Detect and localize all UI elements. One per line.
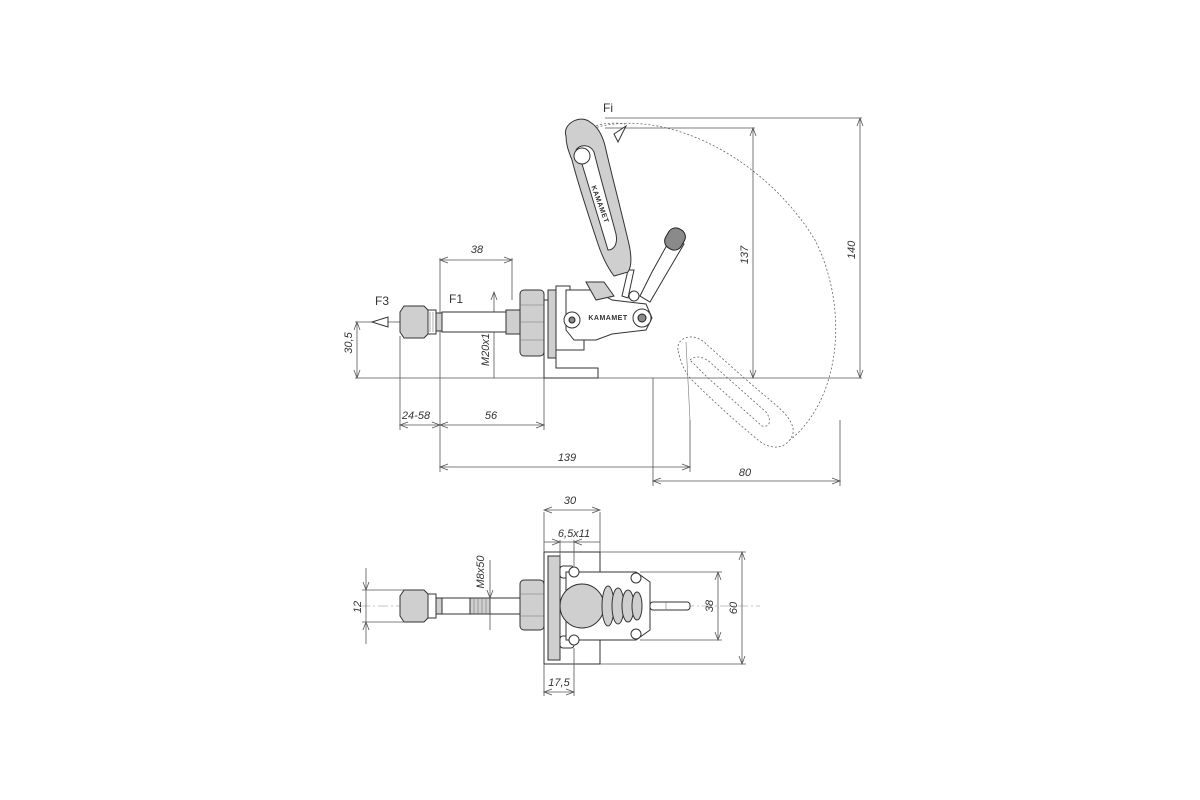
dim-38-side-label: 38 xyxy=(704,599,716,612)
force-f3-arrow xyxy=(370,316,389,328)
plan-pin-top xyxy=(630,572,642,584)
force-f3-label: F3 xyxy=(375,294,389,308)
force-fi-arrow xyxy=(613,124,628,144)
dim-30-5-label: 30,5 xyxy=(343,331,355,353)
dim-56-arrows xyxy=(438,421,546,429)
body-logo: KAMAMET xyxy=(588,315,627,322)
mounting-nut xyxy=(519,289,545,357)
pivot-handle xyxy=(628,290,640,302)
dim-6-5-label: 6,5x11 xyxy=(558,528,590,540)
plunger-thread xyxy=(505,309,521,335)
dim-12-label: 12 xyxy=(352,601,364,613)
dim-17-5-arrows xyxy=(542,688,576,696)
spindle-tip xyxy=(399,305,443,339)
dim-38-label: 38 xyxy=(471,244,484,256)
dim-38-arrows xyxy=(438,256,514,264)
dim-17-5-label: 17,5 xyxy=(548,677,570,689)
dim-137-arrows xyxy=(749,126,757,380)
plan-pin-bottom xyxy=(630,628,642,640)
handle-swing-arc xyxy=(577,122,837,441)
force-f1-label: F1 xyxy=(449,292,463,306)
dim-80-label: 80 xyxy=(739,467,752,479)
release-lever xyxy=(639,235,685,303)
plan-pin-bottom-left xyxy=(568,634,580,646)
plan-pin-top-left xyxy=(568,566,580,578)
dim-12-arrows xyxy=(362,581,370,631)
m8-label: M8x50 xyxy=(475,555,487,589)
dim-140-label: 140 xyxy=(846,240,858,259)
dim-30-arrows xyxy=(542,506,602,514)
m20-arrow xyxy=(490,290,498,301)
base-flange xyxy=(547,289,557,359)
dim-60-label: 60 xyxy=(728,601,740,614)
dim-6-5-arrows xyxy=(551,538,583,546)
plan-nut xyxy=(519,579,545,631)
dim-80-arrows xyxy=(651,477,842,485)
handle-down-ghost xyxy=(677,336,794,448)
plan-spindle-tip xyxy=(399,589,443,623)
plan-view: 30 6,5x11 M8x50 12 38 60 17,5 xyxy=(352,495,760,696)
release-lever-grip xyxy=(664,227,686,251)
force-fi-label: Fi xyxy=(603,101,613,115)
plan-thread-section xyxy=(469,597,491,615)
dim-56-label: 56 xyxy=(485,410,498,422)
dim-30-label: 30 xyxy=(564,495,577,507)
dim-139-arrows xyxy=(438,463,692,471)
dim-139-label: 139 xyxy=(558,452,576,464)
dim-140-arrows xyxy=(856,116,864,380)
m8-arrow xyxy=(486,589,494,600)
linkage-latch xyxy=(585,281,615,301)
plan-ball-knob xyxy=(559,583,605,629)
side-view: 137 140 38 30,5 M20x1,5 24-58 xyxy=(343,101,864,486)
handle-upright: KAMAMET xyxy=(564,118,635,299)
dim-24-58-label: 24-58 xyxy=(401,410,431,422)
dim-38-side-arrows xyxy=(714,570,722,642)
m20-label: M20x1,5 xyxy=(480,323,492,366)
dim-60-arrows xyxy=(738,550,746,666)
dim-137-label: 137 xyxy=(739,245,751,264)
plan-handle-grip xyxy=(601,585,643,627)
dim-30-5-arrows xyxy=(353,320,361,380)
plan-release-lever xyxy=(649,601,691,611)
